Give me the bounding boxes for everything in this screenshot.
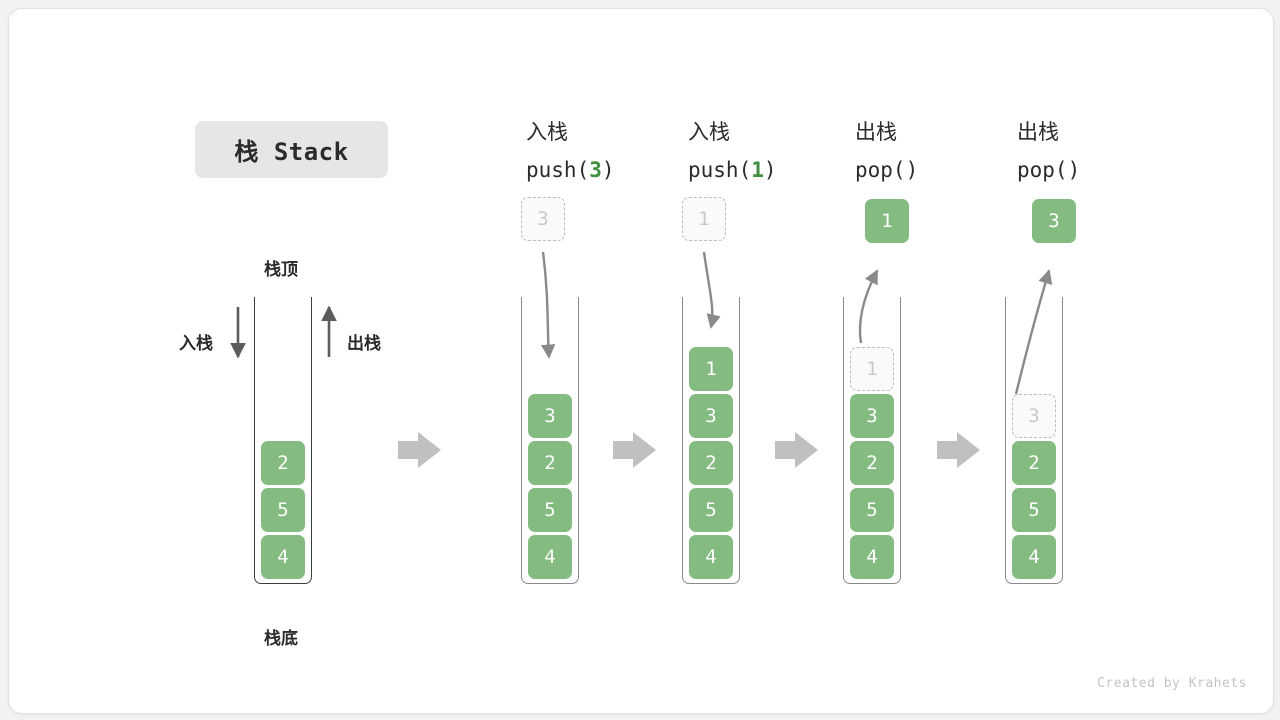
stack-container xyxy=(254,297,312,584)
push-argument: 3 xyxy=(589,158,602,182)
stack-cell: 4 xyxy=(261,535,305,579)
stack-column-pop-1: 1 3 2 5 4 xyxy=(843,297,901,584)
stack-container xyxy=(1005,297,1063,584)
stack-cell-ghost: 1 xyxy=(850,347,894,391)
arrow-overlay xyxy=(230,251,1053,468)
pop-direction-label: 出栈 xyxy=(347,334,381,354)
column-header-push-3: 入栈 push(3) xyxy=(526,113,615,189)
stack-cell: 3 xyxy=(528,394,572,438)
push-argument: 1 xyxy=(751,158,764,182)
stack-column-pop-2: 3 2 5 4 xyxy=(1005,297,1063,584)
stack-cell: 4 xyxy=(528,535,572,579)
stack-cell: 1 xyxy=(689,347,733,391)
stack-container xyxy=(521,297,579,584)
column-header-push-1: 入栈 push(1) xyxy=(688,113,777,189)
stack-column-initial: 2 5 4 xyxy=(254,297,312,584)
stack-cell: 2 xyxy=(689,441,733,485)
stack-column-push-3: 3 2 5 4 xyxy=(521,297,579,584)
column-header-code: push(3) xyxy=(526,158,615,182)
floating-cell-pop-2: 3 xyxy=(1032,199,1076,243)
column-header-cn: 出栈 xyxy=(1017,120,1059,144)
stack-top-label: 栈顶 xyxy=(264,260,298,280)
column-header-cn: 入栈 xyxy=(526,120,568,144)
stack-cell: 4 xyxy=(1012,535,1056,579)
stack-container xyxy=(682,297,740,584)
stack-cell: 2 xyxy=(850,441,894,485)
step-arrow-icon-2 xyxy=(613,432,656,468)
stack-cells: 2 5 4 xyxy=(254,441,312,579)
stack-cell-ghost: 3 xyxy=(1012,394,1056,438)
step-arrow-icon-1 xyxy=(398,432,441,468)
floating-cell-pop-1: 1 xyxy=(865,199,909,243)
diagram-card: 栈 Stack 栈顶 栈底 入栈 出栈 入栈 push(3) 入栈 push(1… xyxy=(8,8,1274,714)
stack-cell: 5 xyxy=(1012,488,1056,532)
column-header-code: pop() xyxy=(855,158,919,182)
stack-cell: 3 xyxy=(689,394,733,438)
stack-bottom-label: 栈底 xyxy=(264,629,298,649)
stack-cells: 1 3 2 5 4 xyxy=(682,347,740,579)
stack-cells: 1 3 2 5 4 xyxy=(843,347,901,579)
stack-cell: 5 xyxy=(850,488,894,532)
push-direction-label: 入栈 xyxy=(179,334,213,354)
column-header-pop-2: 出栈 pop() xyxy=(1017,113,1080,189)
diagram-title: 栈 Stack xyxy=(195,121,388,178)
stack-cell: 2 xyxy=(261,441,305,485)
stack-column-push-1: 1 3 2 5 4 xyxy=(682,297,740,584)
stack-container xyxy=(843,297,901,584)
column-header-cn: 出栈 xyxy=(855,120,897,144)
stack-cell: 3 xyxy=(850,394,894,438)
stack-cell: 2 xyxy=(1012,441,1056,485)
step-arrow-icon-4 xyxy=(937,432,980,468)
watermark: Created by Krahets xyxy=(1097,676,1247,691)
stack-cells: 3 2 5 4 xyxy=(521,394,579,579)
floating-cell-push-1: 1 xyxy=(682,197,726,241)
stack-cells: 3 2 5 4 xyxy=(1005,394,1063,579)
column-header-pop-1: 出栈 pop() xyxy=(855,113,918,189)
stack-cell: 5 xyxy=(261,488,305,532)
stack-cell: 4 xyxy=(850,535,894,579)
stack-cell: 5 xyxy=(528,488,572,532)
column-header-cn: 入栈 xyxy=(688,120,730,144)
column-header-code: pop() xyxy=(1017,158,1081,182)
stack-cell: 4 xyxy=(689,535,733,579)
stack-cell: 5 xyxy=(689,488,733,532)
stack-cell: 2 xyxy=(528,441,572,485)
floating-cell-push-3: 3 xyxy=(521,197,565,241)
column-header-code: push(1) xyxy=(688,158,777,182)
step-arrow-icon-3 xyxy=(775,432,818,468)
